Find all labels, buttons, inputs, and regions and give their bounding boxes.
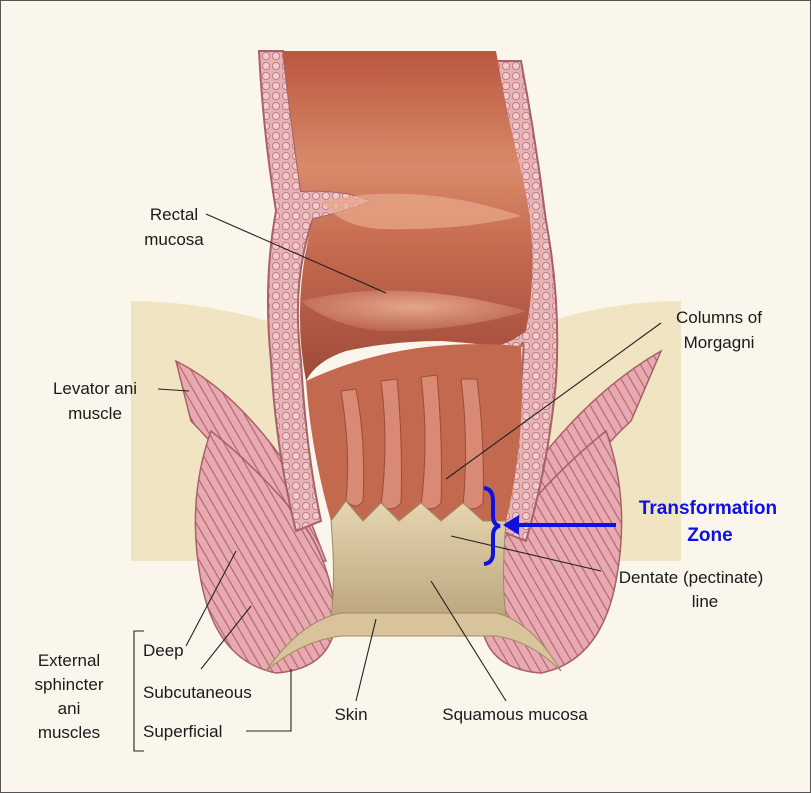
leader-superficial: [246, 669, 291, 731]
label-levator-1: Levator ani: [53, 379, 137, 398]
label-levator-2: muscle: [68, 404, 122, 423]
label-transformation-2: Zone: [687, 525, 732, 546]
label-columns-2: Morgagni: [684, 333, 755, 352]
label-dentate-1: Dentate (pectinate): [619, 568, 764, 587]
label-rectal-mucosa-1: Rectal: [150, 205, 198, 224]
label-deep: Deep: [143, 641, 184, 660]
label-dentate-2: line: [692, 592, 718, 611]
squamous-mucosa-region: [331, 501, 506, 616]
label-external-4: muscles: [38, 723, 100, 742]
label-external-3: ani: [58, 699, 81, 718]
label-subcutaneous: Subcutaneous: [143, 683, 252, 702]
label-external-2: sphincter: [35, 675, 104, 694]
label-external-1: External: [38, 651, 100, 670]
label-transformation-1: Transformation: [639, 498, 777, 519]
label-rectal-mucosa-2: mucosa: [144, 230, 204, 249]
label-skin: Skin: [334, 705, 367, 724]
label-squamous-mucosa: Squamous mucosa: [442, 705, 588, 724]
label-superficial: Superficial: [143, 722, 222, 741]
label-columns-1: Columns of: [676, 308, 762, 327]
anal-canal: [306, 344, 522, 521]
